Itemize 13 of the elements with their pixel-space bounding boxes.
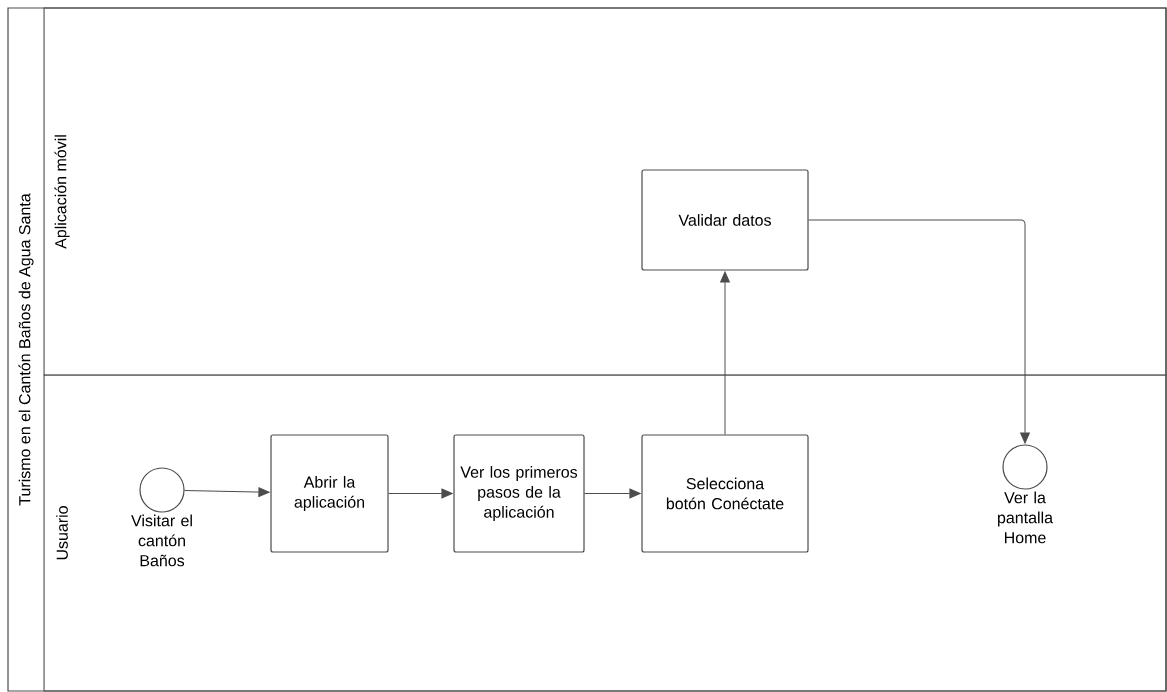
arrow bbox=[720, 271, 730, 435]
task-box: Ver los primeros pasos de la aplicación bbox=[453, 434, 585, 553]
arrow bbox=[388, 488, 453, 499]
start-event: Visitar el cantón Baños bbox=[131, 467, 192, 567]
arrow bbox=[184, 487, 270, 497]
node-label: Ver la pantalla Home bbox=[998, 491, 1054, 544]
node-label: Visitar el cantón Baños bbox=[131, 514, 192, 567]
task-box: Abrir la aplicación bbox=[270, 434, 389, 553]
arrow bbox=[808, 219, 1030, 444]
end-event: Ver la pantalla Home bbox=[998, 444, 1053, 544]
task-box: Selecciona botón Conéctate bbox=[641, 434, 809, 553]
task-box: Validar datos bbox=[641, 169, 809, 271]
arrow bbox=[584, 488, 641, 499]
